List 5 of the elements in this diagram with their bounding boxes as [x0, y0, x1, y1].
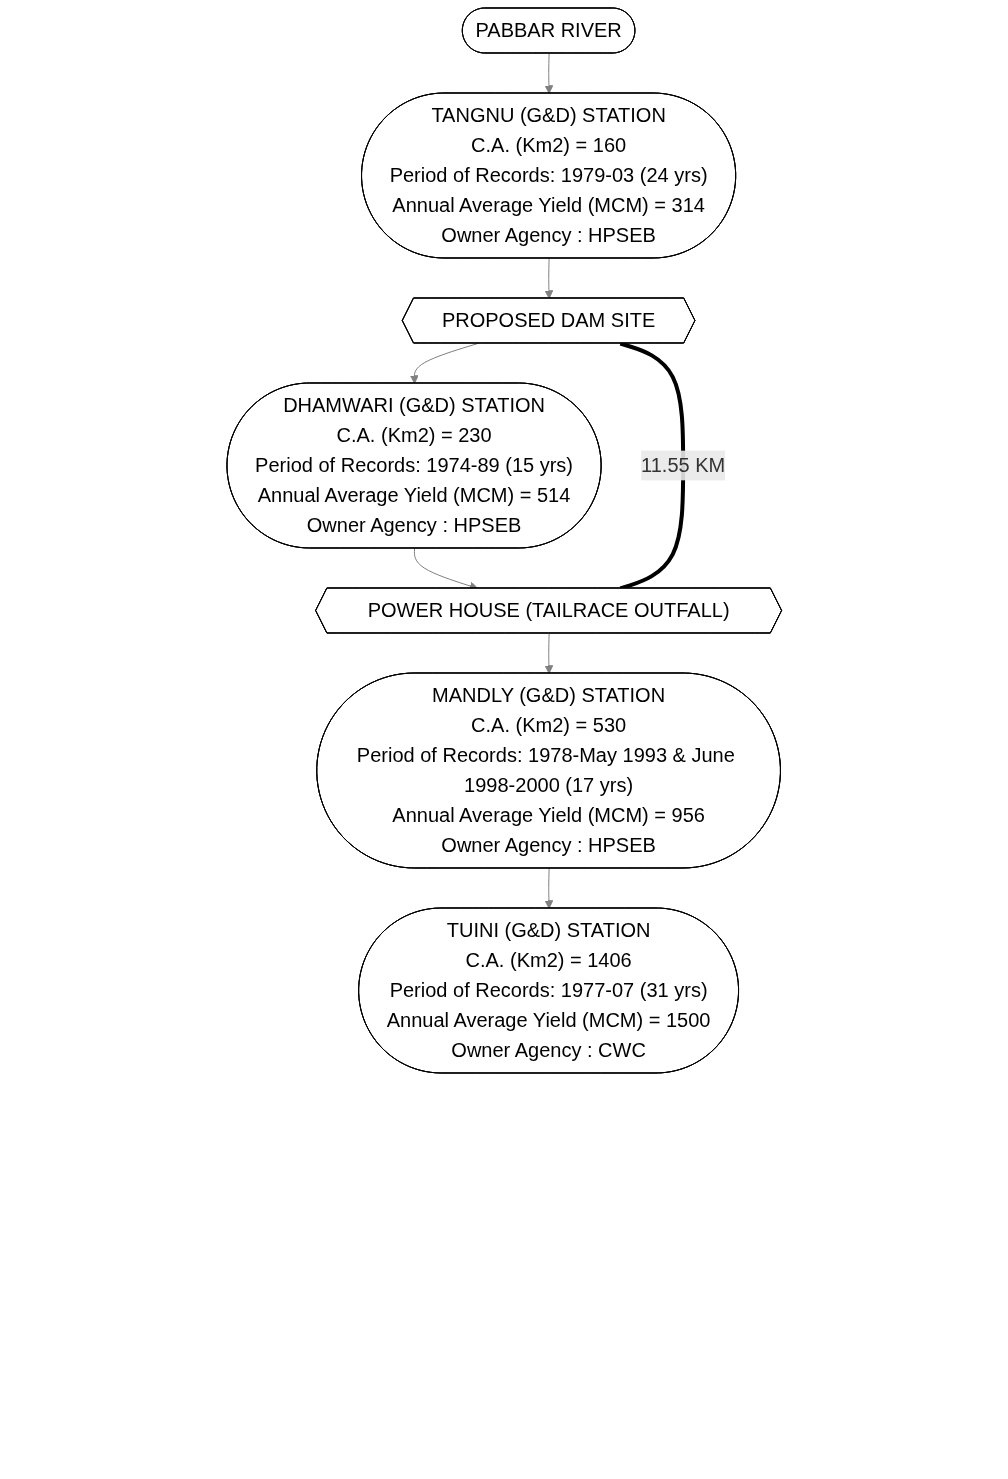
arrow [544, 258, 553, 299]
arrow [544, 633, 553, 674]
arrow [544, 53, 553, 94]
edge-label: 11.55 KM [640, 454, 725, 477]
arrow [544, 868, 553, 909]
